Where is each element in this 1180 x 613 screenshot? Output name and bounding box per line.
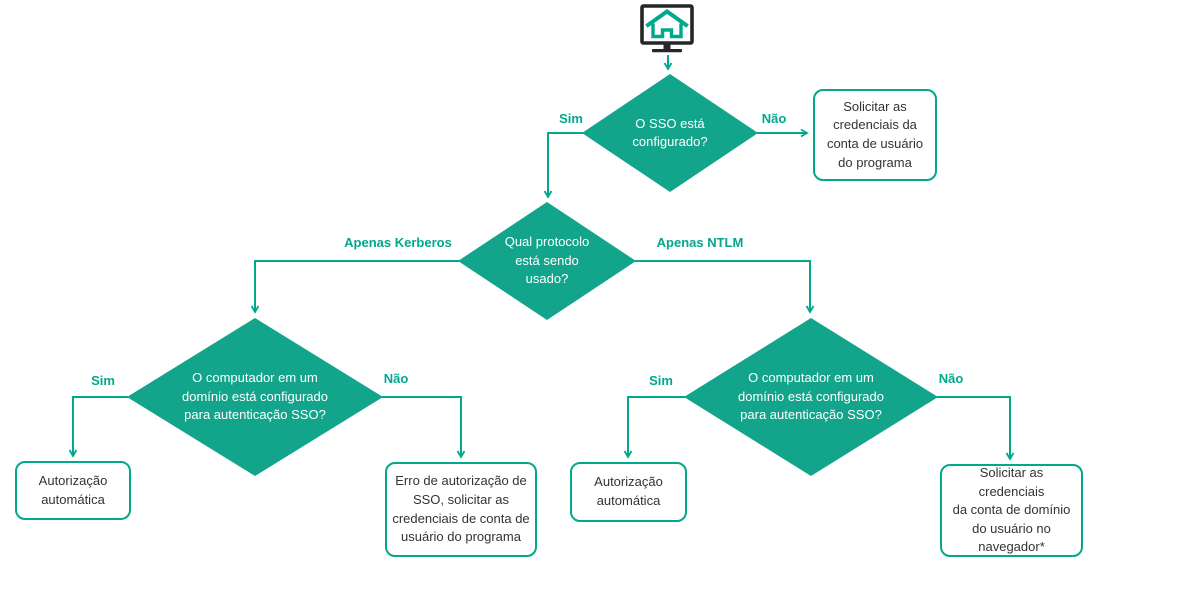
edge-label-d4-no: Não [938,371,964,386]
decision-protocol-used: Qual protocolo está sendo usado? [458,202,636,320]
edge-d2-kerberos [250,260,459,314]
edge-d4-no [937,396,1015,461]
edge-d2-ntlm [635,260,815,314]
edge-d4-yes [623,396,685,459]
edge-label-d2-kerberos: Apenas Kerberos [344,235,452,250]
decision-domain-sso-ntlm: O computador em um domínio está configur… [684,318,938,476]
edge-label-d3-yes: Sim [91,373,115,388]
edge-d3-no [382,396,466,459]
result-auto-auth-ntlm: Autorização automática [570,462,687,522]
edge-label-d4-yes: Sim [649,373,673,388]
result-request-program-credentials: Solicitar as credenciais da conta de usu… [813,89,937,181]
decision-sso-configured-label: O SSO está configurado? [632,115,708,149]
edge-label-d2-ntlm: Apenas NTLM [656,235,744,250]
edge-label-d1-no: Não [761,111,787,126]
decision-domain-sso-kerberos: O computador em um domínio está configur… [127,318,383,476]
decision-sso-configured: O SSO está configurado? [582,74,758,192]
result-auto-auth-kerberos: Autorização automática [15,461,131,520]
edge-d1-yes [543,132,583,199]
decision-protocol-used-label: Qual protocolo está sendo usado? [504,234,590,287]
edge-label-d3-no: Não [383,371,409,386]
decision-domain-sso-kerberos-label: O computador em um domínio está configur… [182,370,328,423]
edge-d3-yes [68,396,128,458]
result-request-domain-credentials-browser: Solicitar as credenciais da conta de dom… [940,464,1083,557]
decision-domain-sso-ntlm-label: O computador em um domínio está configur… [738,370,884,423]
monitor-home-icon [640,4,694,53]
edge-label-d1-yes: Sim [559,111,583,126]
result-sso-error-request-credentials: Erro de autorização de SSO, solicitar as… [385,462,537,557]
